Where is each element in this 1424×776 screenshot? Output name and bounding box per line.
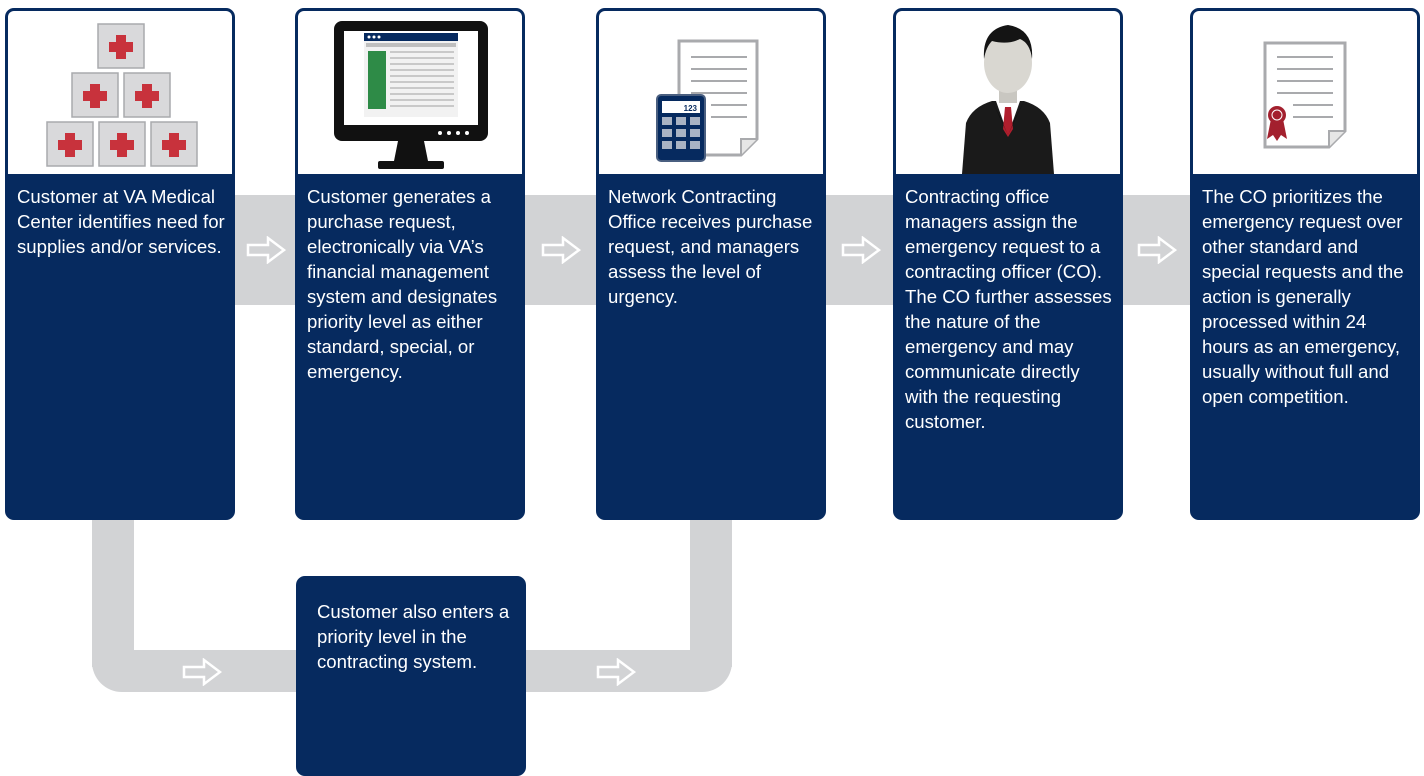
step-card-1: Customer at VA Medical Center identifies… (5, 8, 235, 520)
step-card-1-text: Customer at VA Medical Center identifies… (17, 186, 225, 257)
lower-connector-right-vertical (690, 515, 732, 667)
lower-connector-left-vertical (92, 515, 134, 667)
calculator-display-text: 123 (684, 104, 698, 113)
step-card-5: The CO prioritizes the emergency request… (1190, 8, 1420, 520)
flow-arrow-icon (541, 236, 581, 264)
step-card-2: Customer generates a purchase request, e… (295, 8, 525, 520)
step-card-4-image (896, 11, 1120, 174)
step-card-2-image (298, 11, 522, 174)
side-step-card: Customer also enters a priority level in… (296, 576, 526, 776)
step-card-3-text: Network Contracting Office receives purc… (608, 186, 813, 307)
step-card-4: Contracting office managers assign the e… (893, 8, 1123, 520)
step-card-3-image: 123 (599, 11, 823, 174)
flow-arrow-icon (1137, 236, 1177, 264)
step-card-4-text: Contracting office managers assign the e… (905, 186, 1112, 432)
side-step-text: Customer also enters a priority level in… (317, 601, 510, 672)
flow-arrow-icon (246, 236, 286, 264)
contracting-officer-icon (962, 25, 1054, 174)
flow-arrow-icon (841, 236, 881, 264)
step-card-5-text: The CO prioritizes the emergency request… (1202, 186, 1404, 407)
medical-supplies-icon (46, 23, 198, 167)
certificate-icon (1263, 41, 1347, 149)
step-card-2-text: Customer generates a purchase request, e… (307, 186, 498, 382)
step-card-5-image (1193, 11, 1417, 174)
calculator-document-icon: 123 (656, 39, 759, 162)
flow-arrow-icon (596, 658, 636, 686)
flow-arrow-icon (182, 658, 222, 686)
computer-monitor-icon (334, 21, 488, 169)
step-card-1-image (8, 11, 232, 174)
step-card-3: 123 Network Contracting Office receives … (596, 8, 826, 520)
